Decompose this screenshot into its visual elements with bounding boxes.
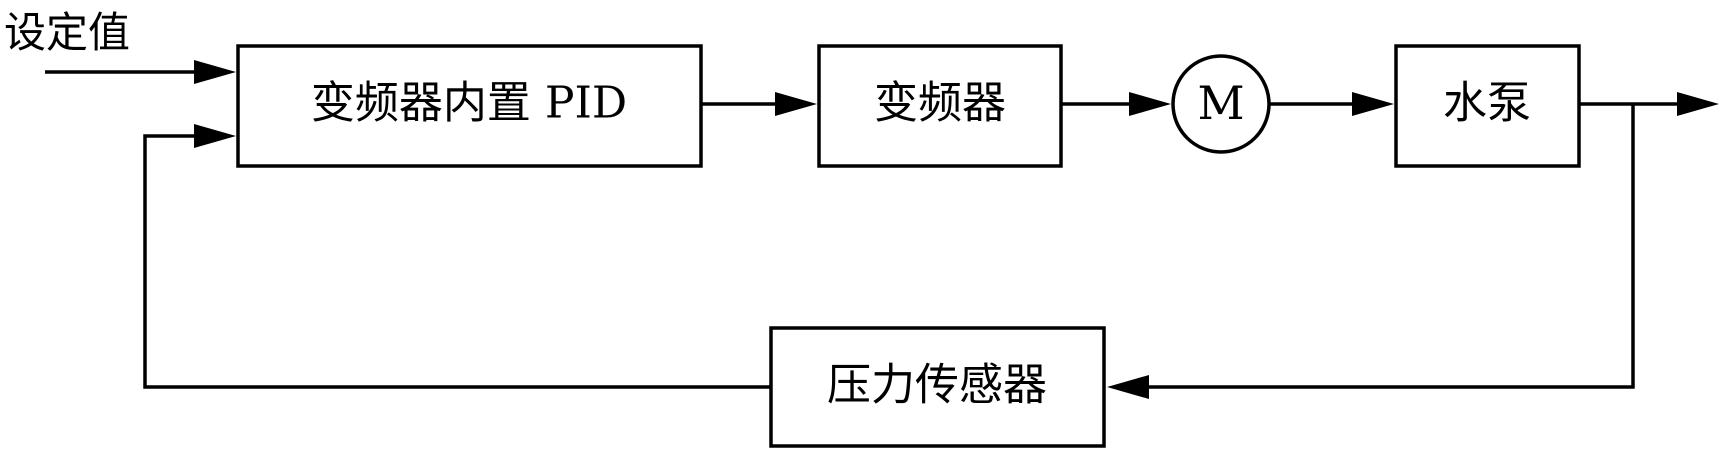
pump-label: 水泵 xyxy=(1443,78,1531,129)
pid-controller-block xyxy=(236,44,703,168)
setpoint-arrowhead xyxy=(194,60,236,84)
inverter-to-motor-arrowhead xyxy=(1129,92,1171,116)
output-arrowhead xyxy=(1677,92,1719,116)
pressure-sensor-block xyxy=(769,326,1106,448)
sensor-input-arrowhead xyxy=(1107,375,1149,399)
pid-to-inverter-arrowhead xyxy=(775,92,817,116)
pump-block xyxy=(1394,44,1581,168)
pid-controller-label: 变频器内置 PID xyxy=(311,78,627,129)
feedback-return-line xyxy=(143,134,771,389)
motor-to-pump-arrowhead xyxy=(1352,92,1394,116)
setpoint-label: 设定值 xyxy=(4,8,130,57)
inverter-block xyxy=(817,44,1063,168)
pressure-sensor-label: 压力传感器 xyxy=(827,360,1047,411)
inverter-label: 变频器 xyxy=(874,78,1006,129)
feedback-summing-arrowhead xyxy=(194,124,236,148)
motor-label: M xyxy=(1197,76,1244,130)
feedback-branch-line xyxy=(1148,104,1635,389)
